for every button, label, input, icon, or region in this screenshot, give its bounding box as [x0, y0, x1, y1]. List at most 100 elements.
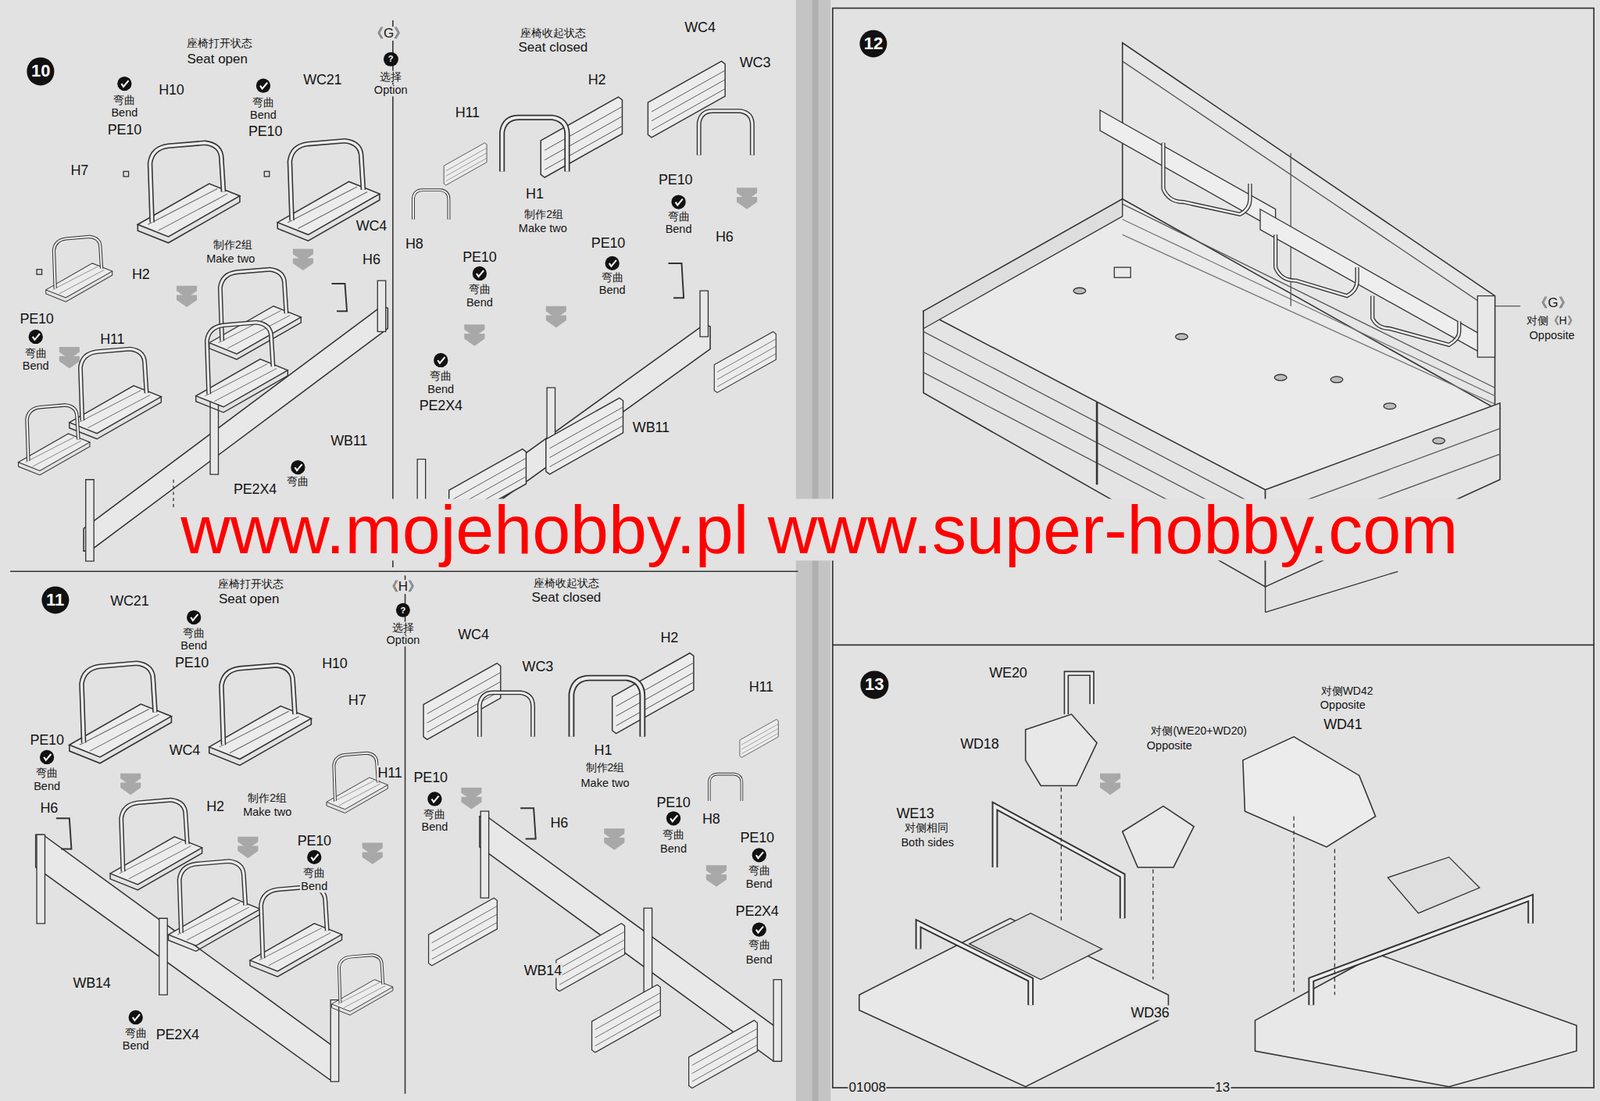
part-label: H2	[131, 267, 151, 283]
part-label: WC4	[355, 217, 388, 233]
watermark: www.mojehobby.pl www.super-hobby.com	[179, 498, 1459, 561]
note-text: Make two	[579, 777, 630, 790]
note-text: Bend	[420, 821, 449, 834]
note-text: Make two	[242, 806, 293, 818]
part-label: WC4	[457, 627, 490, 643]
part-label: H2	[587, 71, 608, 87]
note-text: Opposite	[1146, 739, 1193, 752]
chinese-note: 选择	[378, 71, 403, 83]
chinese-note: 制作2组	[212, 239, 254, 251]
step-text: ?	[400, 606, 407, 615]
part-label: PE10	[739, 830, 775, 846]
note-text: Opposite	[1528, 329, 1576, 342]
part-label: H6	[549, 814, 569, 830]
part-label: H7	[347, 692, 368, 708]
part-label: WC3	[521, 658, 554, 674]
chinese-note: 座椅打开状态	[185, 37, 254, 50]
chinese-note: 弯曲	[467, 282, 492, 295]
part-label: H6	[361, 251, 382, 267]
chinese-note: 对侧相同	[903, 821, 950, 834]
note-text: Bend	[426, 383, 455, 396]
note-text: Bend	[249, 109, 278, 122]
part-label: H6	[714, 229, 735, 245]
chinese-note: 弯曲	[747, 864, 772, 877]
note-text: Bend	[745, 878, 774, 891]
note-text: Bend	[32, 780, 61, 793]
page-footer: 13	[1214, 1080, 1231, 1095]
part-label: WC4	[168, 742, 201, 758]
note-text: Opposite	[1319, 699, 1367, 711]
chinese-note: 对侧WD42	[1320, 685, 1375, 697]
note-text: Bend	[110, 107, 139, 119]
part-label: H11	[376, 764, 403, 780]
part-label: WC21	[109, 593, 150, 609]
part-label: H2	[205, 798, 225, 814]
chinese-note: 制作2组	[523, 208, 565, 221]
chinese-note: 弯曲	[428, 369, 453, 382]
step-text: 12	[864, 35, 883, 53]
chinese-note: 对侧《H》	[1525, 314, 1579, 327]
part-label: WB14	[523, 963, 563, 979]
part-label: WE20	[988, 664, 1028, 680]
part-label: PE10	[461, 250, 497, 265]
part-label: PE10	[590, 235, 626, 250]
chinese-note: 弯曲	[661, 828, 686, 841]
chinese-note: 座椅收起状态	[532, 576, 600, 589]
note-text: Bend	[121, 1039, 150, 1052]
note-text: Bend	[598, 285, 627, 297]
part-label: PE2X4	[735, 903, 780, 919]
note-text: Bend	[300, 880, 329, 893]
part-label: PE10	[655, 794, 691, 810]
part-label: PE10	[247, 124, 283, 140]
chinese-note: 弯曲	[251, 96, 275, 108]
page-footer: 01008	[848, 1080, 887, 1095]
note-text: Bend	[664, 223, 693, 236]
part-label: WD18	[959, 736, 1000, 752]
step-heading: Seat closed	[517, 40, 589, 55]
note-text: Option	[373, 85, 409, 97]
note-text: Bend	[745, 953, 774, 966]
part-label: H11	[454, 104, 481, 120]
chinese-note: 弯曲	[35, 766, 59, 779]
note-text: Make two	[205, 253, 256, 265]
part-label: PE2X4	[418, 397, 464, 413]
note-text: Bend	[659, 842, 688, 855]
part-label: WB11	[632, 420, 671, 436]
note-text: Both sides	[900, 836, 955, 849]
part-label: PE10	[296, 833, 333, 849]
chinese-note: 弯曲	[422, 808, 447, 821]
part-label: H2	[660, 630, 680, 646]
step-heading: Seat open	[217, 592, 281, 607]
chinese-note: 弯曲	[285, 475, 310, 488]
chinese-note: 制作2组	[246, 792, 288, 804]
option-tag: 《G》	[1533, 296, 1572, 311]
part-label: PE10	[107, 121, 143, 137]
part-label: WC4	[683, 20, 716, 36]
part-label: H8	[701, 810, 722, 826]
chinese-note: 弯曲	[124, 1026, 148, 1039]
part-label: WC21	[302, 71, 343, 87]
chinese-note: 座椅打开状态	[217, 578, 285, 590]
step-text: 10	[31, 62, 50, 80]
chinese-note: 选择	[391, 621, 415, 634]
chinese-note: 弯曲	[667, 210, 691, 223]
step-heading: Seat closed	[530, 590, 602, 605]
chinese-note: 弯曲	[302, 866, 326, 879]
option-tag: 《H》	[384, 579, 422, 594]
part-label: WB14	[71, 975, 111, 990]
part-label: PE10	[413, 770, 449, 786]
part-label: H8	[404, 236, 425, 252]
note-text: Bend	[465, 296, 494, 309]
part-label: PE2X4	[155, 1027, 200, 1043]
part-label: PE10	[657, 171, 693, 187]
part-label: WB11	[329, 433, 368, 449]
part-label: PE2X4	[232, 481, 278, 497]
part-label: H7	[70, 163, 90, 179]
part-label: WD41	[1322, 717, 1363, 733]
part-label: H6	[39, 800, 59, 816]
part-label: H1	[525, 186, 545, 202]
step-text: 11	[46, 591, 65, 609]
chinese-note: 弯曲	[600, 271, 625, 284]
part-label: WD36	[1129, 1004, 1170, 1020]
